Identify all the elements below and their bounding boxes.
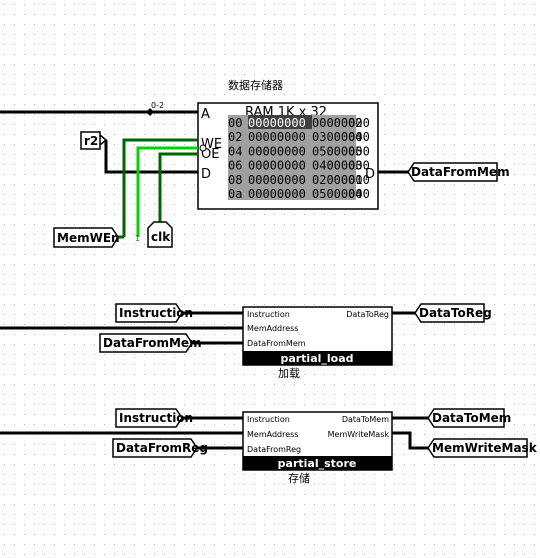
- partial-store-caption: 存储: [288, 471, 310, 485]
- ram-cell-value: 00000000: [248, 159, 306, 173]
- data-from-mem-out-label: DataFromMem: [411, 165, 510, 179]
- partial-load-name: partial_load: [280, 352, 353, 365]
- ram-cell-value: 00000000: [248, 130, 306, 144]
- partial-store-name-bar: [243, 456, 392, 470]
- partial-store-in-mem-address: MemAddress: [247, 430, 298, 439]
- ram-cell-value: 00000000: [248, 116, 306, 130]
- oe-bubble-icon: [199, 144, 207, 152]
- instruction-pin-2[interactable]: [115, 408, 183, 428]
- ram-cell-value: 00000000: [248, 187, 306, 201]
- partial-load-caption: 加载: [278, 367, 300, 380]
- bus-width-label: 0-2: [151, 101, 164, 110]
- ram-port-d-in: D: [201, 167, 211, 182]
- ram-cell-value: 05: [348, 144, 362, 158]
- partial-store-in-data-from-reg: DataFromReg: [247, 445, 301, 454]
- ram-cell-value: 04: [348, 187, 362, 201]
- ram-cell-value: 00000000: [312, 116, 370, 130]
- ram-cell-value: 05000000: [312, 144, 370, 158]
- ram-cell-value: 04: [348, 130, 362, 144]
- partial-load-in-instruction: Instruction: [247, 310, 290, 319]
- data-to-mem-pin[interactable]: [427, 408, 505, 428]
- ram-cell-value: 05000000: [312, 187, 370, 201]
- partial-store-name: partial_store: [278, 457, 357, 470]
- ram-row-address: 08: [228, 173, 242, 187]
- ram-title: 数据存储器: [228, 78, 283, 92]
- data-from-mem-out-pin[interactable]: [407, 162, 498, 182]
- ram-port-d-out: D: [365, 167, 375, 182]
- we-wire: [122, 138, 198, 237]
- r2-data-wire: [104, 140, 198, 174]
- ram-cell-value: 02: [348, 116, 362, 130]
- data-from-mem-in-pin[interactable]: [99, 333, 193, 353]
- ram-cell-value: 03000000: [312, 130, 370, 144]
- data-to-mem-label: DataToMem: [432, 411, 511, 425]
- ram-selected-cell: [248, 115, 312, 129]
- ram-cell-value: 00000000: [248, 144, 306, 158]
- instruction-pin-1[interactable]: [115, 303, 183, 323]
- data-from-mem-in-label: DataFromMem: [103, 336, 202, 350]
- ram-row-address: 04: [228, 144, 242, 158]
- r2-pin[interactable]: [80, 131, 101, 150]
- instruction-pin-1-label: Instruction: [119, 306, 193, 320]
- ram-cell-value: 04000000: [312, 159, 370, 173]
- ram-cell-value: 02000000: [312, 173, 370, 187]
- ram-cell-value: 00000000: [248, 173, 306, 187]
- mem-write-mask-label: MemWriteMask: [432, 441, 538, 455]
- data-from-reg-pin[interactable]: [112, 438, 198, 458]
- partial-store-out-mem-write-mask: MemWriteMask: [328, 430, 390, 439]
- ps-mem-write-mask-wire: [392, 431, 428, 450]
- ram-cell-value: 01: [348, 173, 362, 187]
- ram-cell-value: 03: [348, 159, 362, 173]
- clk-wire: [158, 152, 198, 224]
- ram-row-address: 0a: [228, 187, 242, 201]
- partial-load-name-bar: [243, 351, 392, 365]
- ram-row-address: 00: [228, 116, 242, 130]
- ram-port-oe: OE: [201, 147, 219, 162]
- partial-store-out-data-to-mem: DataToMem: [342, 415, 389, 424]
- const-one-label: 1: [135, 234, 140, 243]
- clk-label: clk: [151, 230, 171, 244]
- ram-row-address: 06: [228, 159, 242, 173]
- mem-we-en-pin[interactable]: [53, 227, 119, 248]
- const-one-wire: [136, 146, 198, 237]
- partial-store-in-instruction: Instruction: [247, 415, 290, 424]
- partial-load-out-data-to-reg: DataToReg: [346, 310, 389, 319]
- clk-pin[interactable]: [147, 221, 173, 248]
- instruction-pin-2-label: Instruction: [119, 411, 193, 425]
- r2-pin-arrow: [99, 134, 108, 146]
- data-to-reg-pin[interactable]: [414, 303, 485, 323]
- data-to-reg-label: DataToReg: [419, 306, 492, 320]
- bus-splitter-icon: [146, 108, 154, 116]
- partial-load-in-mem-address: MemAddress: [247, 324, 298, 333]
- ram-row-address: 02: [228, 130, 242, 144]
- r2-pin-label: r2: [84, 134, 98, 148]
- ram-port-a: A: [201, 107, 210, 122]
- partial-load-in-data-from-mem: DataFromMem: [247, 339, 306, 348]
- mem-we-en-label: MemWEn: [57, 231, 120, 245]
- data-from-reg-label: DataFromReg: [116, 441, 208, 455]
- mem-write-mask-pin[interactable]: [427, 438, 528, 458]
- ram-memory-grid: [228, 115, 356, 200]
